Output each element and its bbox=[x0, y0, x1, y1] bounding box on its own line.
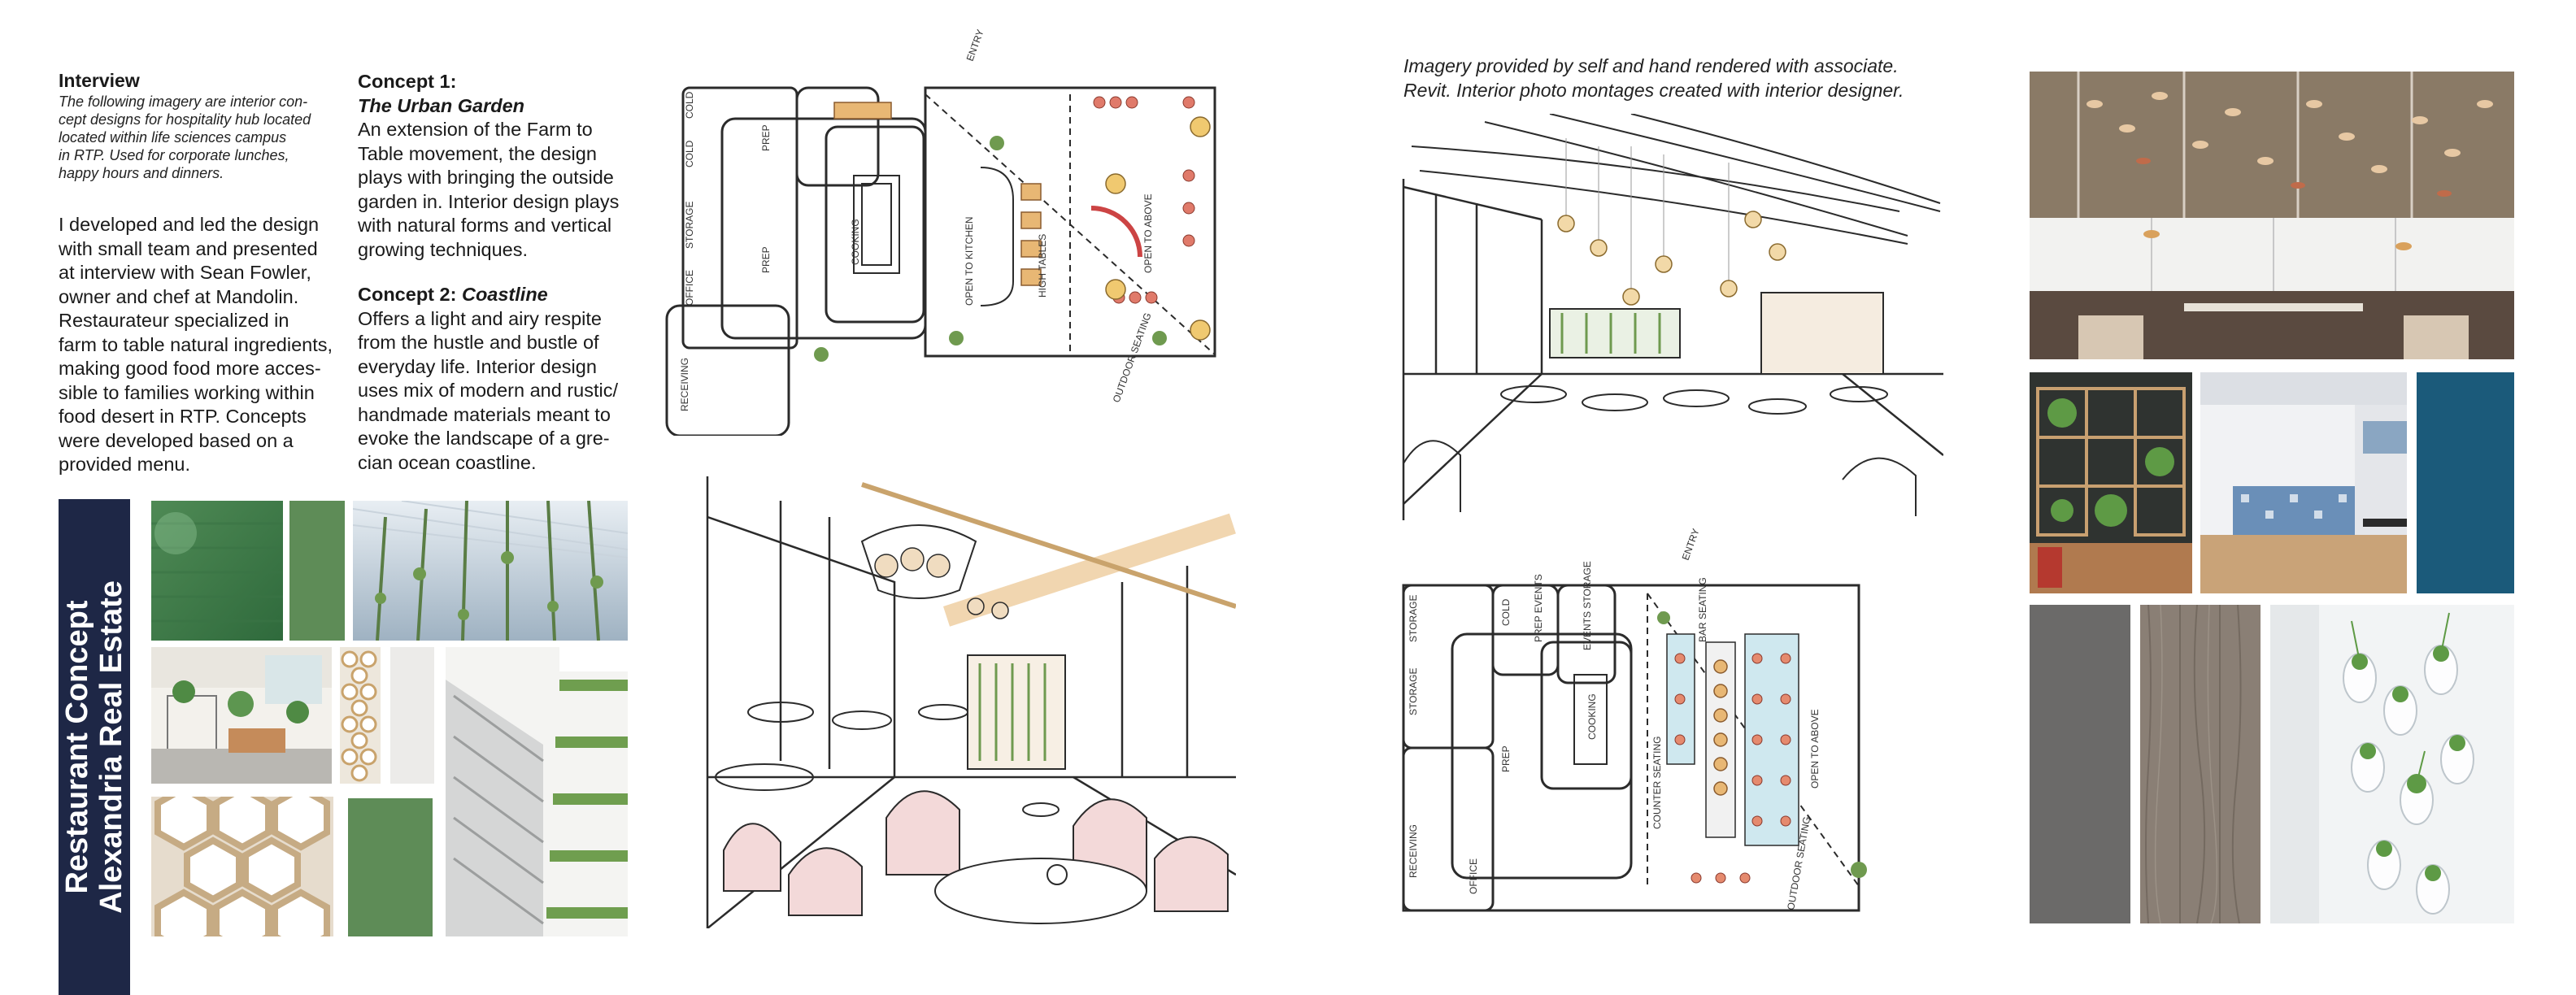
floor-plan-concept1: COLD COLD STORAGE OFFICE RECEIVING PREP … bbox=[664, 29, 1233, 436]
hanging-plants-photo bbox=[353, 501, 628, 641]
intro-line: The following imagery are interior con- bbox=[59, 93, 308, 110]
plan2-label-cooking: COOKING bbox=[1586, 693, 1598, 740]
concept1-line: with natural forms and vertical bbox=[358, 215, 612, 236]
shelving-plants-photo bbox=[2030, 372, 2192, 593]
intro-line: cept designs for hospitality hub located bbox=[59, 111, 311, 128]
plan2-label-storage: STORAGE bbox=[1408, 595, 1419, 642]
hexagon-wood-frame-photo bbox=[151, 797, 333, 936]
banner-text: Restaurant Concept Alexandria Real Estat… bbox=[60, 519, 128, 975]
body-line: with small team and presented bbox=[59, 237, 318, 259]
body-line: I developed and led the design bbox=[59, 214, 320, 235]
green-glass-tile-photo bbox=[151, 501, 283, 641]
plan2-label-open-to-above: OPEN TO ABOVE bbox=[1809, 709, 1821, 789]
plan1-label-outdoor-seating: OUTDOOR SEATING bbox=[1111, 311, 1154, 404]
concept2-heading-prefix: Concept 2: bbox=[358, 284, 462, 305]
plan1-label-prep2: PREP bbox=[760, 246, 772, 273]
glass-vase-plants-photo bbox=[2270, 605, 2514, 923]
body-line: food desert in RTP. Concepts bbox=[59, 406, 307, 427]
plan2-label-prep: PREP bbox=[1500, 745, 1512, 772]
body-line: sible to families working within bbox=[59, 381, 315, 403]
plan2-label-bar-seating: BAR SEATING bbox=[1697, 577, 1708, 642]
plan1-label-open-to-above: OPEN TO ABOVE bbox=[1142, 193, 1154, 273]
spacer bbox=[358, 262, 634, 283]
intro-line: in RTP. Used for corporate lunches, bbox=[59, 147, 289, 163]
plan1-label-high-tables: HIGH TABLES bbox=[1037, 234, 1048, 298]
body-line: making good food more acces- bbox=[59, 358, 321, 379]
cafe-interior-photo bbox=[151, 647, 332, 784]
plan1-label-entry: ENTRY bbox=[964, 29, 986, 63]
plan2-label-cold: COLD bbox=[1500, 598, 1512, 626]
interview-intro: The following imagery are interior con- … bbox=[59, 93, 343, 182]
body-line: provided menu. bbox=[59, 454, 190, 475]
plan2-label-entry: ENTRY bbox=[1680, 528, 1702, 562]
caption-line2: Revit. Interior photo montages created w… bbox=[1403, 80, 1904, 101]
plan1-label-storage: STORAGE bbox=[684, 202, 695, 249]
body-line: at interview with Sean Fowler, bbox=[59, 262, 311, 283]
plan2-label-office: OFFICE bbox=[1468, 858, 1479, 894]
hanging-bowls-installation-photo bbox=[2030, 72, 2514, 359]
intro-line: located within life sciences campus bbox=[59, 129, 287, 146]
plan1-label-office: OFFICE bbox=[684, 270, 695, 306]
title-banner: Restaurant Concept Alexandria Real Estat… bbox=[59, 499, 130, 995]
intro-line: happy hours and dinners. bbox=[59, 165, 224, 181]
concept1-name: The Urban Garden bbox=[358, 94, 525, 116]
hex-wood-panel-photo bbox=[340, 647, 381, 784]
body-line: Restaurateur specialized in bbox=[59, 310, 289, 331]
plan2-label-prep-events: PREP EVENTS bbox=[1533, 574, 1544, 642]
green-wall-stair-photo bbox=[446, 647, 628, 936]
concept2-line: from the hustle and bustle of bbox=[358, 332, 599, 353]
teal-blue-swatch bbox=[2417, 372, 2514, 593]
banner-line1: Restaurant Concept bbox=[60, 600, 94, 894]
interview-body: I developed and led the design with smal… bbox=[59, 213, 347, 477]
concept2-line: uses mix of modern and rustic/ bbox=[358, 380, 618, 401]
blue-tile-bar-photo bbox=[2200, 372, 2407, 593]
plan1-label-cold: COLD bbox=[684, 91, 695, 119]
concept1-line: garden in. Interior design plays bbox=[358, 190, 620, 212]
body-line: owner and chef at Mandolin. bbox=[59, 285, 299, 307]
concept1-line: Table movement, the design bbox=[358, 142, 597, 164]
concepts-text: Concept 1: The Urban Garden An extension… bbox=[358, 70, 634, 475]
plan1-label-open-to-kitchen: OPEN TO KITCHEN bbox=[964, 216, 975, 306]
plan1-label-cooking: COOKING bbox=[850, 219, 861, 265]
banner-line2: Alexandria Real Estate bbox=[94, 580, 128, 914]
gray-swatch bbox=[2030, 605, 2130, 923]
plan1-label-prep: PREP bbox=[760, 124, 772, 151]
plan1-label-receiving: RECEIVING bbox=[679, 358, 690, 411]
concept2-heading: Concept 2: Coastline bbox=[358, 283, 634, 307]
plan2-label-receiving: RECEIVING bbox=[1408, 824, 1419, 878]
concept1-line: plays with bringing the outside bbox=[358, 167, 614, 188]
interview-heading: Interview bbox=[59, 70, 140, 91]
green-swatch-large bbox=[348, 798, 433, 936]
concept2-line: cian ocean coastline. bbox=[358, 451, 537, 473]
perspective-sketch-concept1 bbox=[699, 468, 1236, 928]
imagery-caption: Imagery provided by self and hand render… bbox=[1403, 54, 1940, 102]
floor-plan-concept2: STORAGE STORAGE RECEIVING OFFICE COLD PR… bbox=[1387, 528, 1940, 919]
plan2-label-counter-seating: COUNTER SEATING bbox=[1651, 736, 1663, 829]
body-line: were developed based on a bbox=[59, 429, 294, 451]
body-line: farm to table natural ingredients, bbox=[59, 333, 333, 355]
green-paint-swatch bbox=[289, 501, 345, 641]
caption-line1: Imagery provided by self and hand render… bbox=[1403, 55, 1899, 76]
concept1-line: growing techniques. bbox=[358, 238, 529, 260]
perspective-sketch-concept2 bbox=[1387, 114, 1943, 520]
concept1-heading: Concept 1: bbox=[358, 71, 457, 92]
concept2-name: Coastline bbox=[461, 284, 548, 305]
concept2-line: Offers a light and airy respite bbox=[358, 307, 602, 329]
concept2-line: evoke the landscape of a gre- bbox=[358, 428, 610, 449]
concept1-line: An extension of the Farm to bbox=[358, 119, 593, 140]
concept2-line: everyday life. Interior design bbox=[358, 355, 597, 377]
concept2-line: handmade materials meant to bbox=[358, 403, 611, 425]
plan2-label-storage2: STORAGE bbox=[1408, 668, 1419, 715]
plan1-label-cold2: COLD bbox=[684, 140, 695, 167]
plan2-label-events-storage: EVENTS STORAGE bbox=[1582, 561, 1593, 650]
white-surface-swatch bbox=[390, 647, 434, 784]
wood-plank-photo bbox=[2140, 605, 2261, 923]
